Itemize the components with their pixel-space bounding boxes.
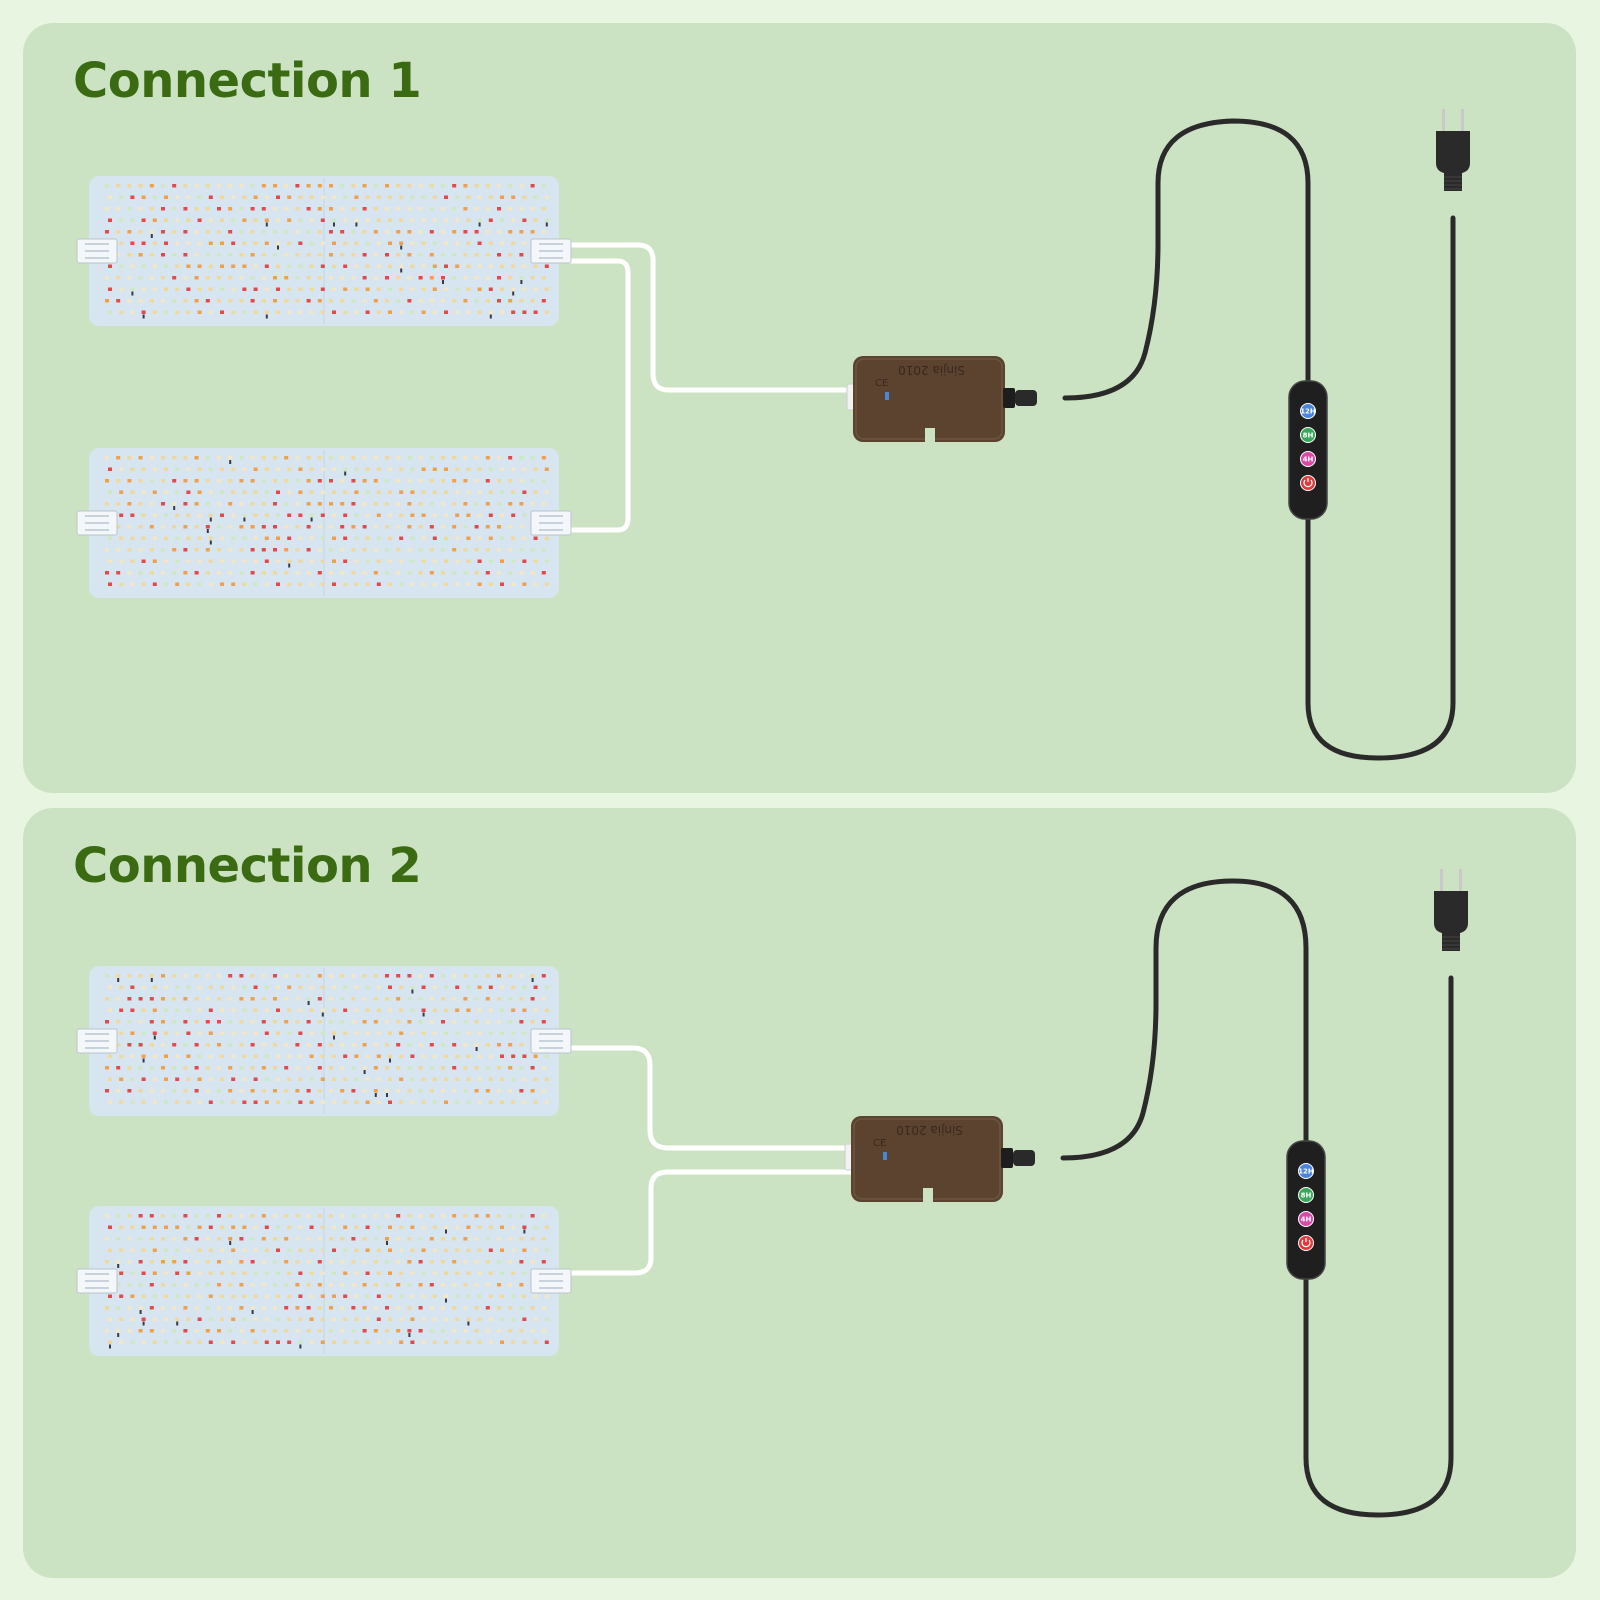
led-array — [105, 1214, 549, 1349]
timer-button-label: 4H — [1303, 456, 1314, 464]
left-connector — [76, 1028, 118, 1054]
timer-button-label: 12H — [1300, 408, 1316, 416]
driver-body — [851, 1116, 1003, 1202]
cord-plug-head — [1015, 390, 1037, 406]
connection-1-title: Connection 1 — [73, 53, 422, 109]
timer-body — [1286, 1140, 1326, 1280]
timer-body — [1288, 380, 1328, 520]
timer-button-4h[interactable]: 4H — [1300, 451, 1316, 467]
connection-2-title: Connection 2 — [73, 838, 422, 894]
power-icon — [1301, 1239, 1311, 1248]
plug-body — [1436, 131, 1470, 191]
power-icon — [1303, 479, 1313, 488]
timer-button-8h[interactable]: 8H — [1298, 1187, 1314, 1203]
plug-prong-left — [1440, 869, 1443, 893]
power-cord — [1060, 878, 1454, 1518]
led-array — [105, 456, 549, 586]
driver-output-socket — [1003, 388, 1015, 408]
right-connector — [530, 510, 572, 536]
driver-cert-label: CE — [873, 1138, 886, 1149]
led-board-bottom — [76, 1206, 572, 1356]
led-array — [105, 974, 549, 1104]
timer-button-12h[interactable]: 12H — [1298, 1163, 1314, 1179]
right-connector — [530, 1268, 572, 1294]
driver-brand-label: Sinjia 2010 — [898, 363, 965, 377]
right-connector — [530, 238, 572, 264]
power-button[interactable] — [1300, 475, 1316, 491]
power-cord — [1062, 118, 1456, 761]
driver-indicator-led — [883, 1152, 887, 1160]
left-connector — [76, 510, 118, 536]
driver-brand-label: Sinjia 2010 — [896, 1123, 963, 1137]
timer-button-label: 12H — [1298, 1168, 1314, 1176]
left-connector — [76, 1268, 118, 1294]
led-board-top — [76, 176, 572, 326]
left-connector — [76, 238, 118, 264]
power-button[interactable] — [1298, 1235, 1314, 1251]
plug-prong-left — [1442, 109, 1445, 133]
timer-button-4h[interactable]: 4H — [1298, 1211, 1314, 1227]
driver-notch — [925, 428, 935, 442]
led-board-top — [76, 966, 572, 1116]
driver-body — [853, 356, 1005, 442]
plug-body — [1434, 891, 1468, 951]
power-plug — [1436, 109, 1470, 191]
led-board-bottom — [76, 448, 572, 598]
timer-switch: 12H 8H 4H — [1286, 1140, 1326, 1280]
cord-plug-head — [1013, 1150, 1035, 1166]
timer-button-label: 4H — [1301, 1216, 1312, 1224]
driver-notch — [923, 1188, 933, 1202]
power-plug — [1434, 869, 1468, 951]
white-cable-series — [550, 242, 856, 533]
driver-output-socket — [1001, 1148, 1013, 1168]
plug-prong-right — [1461, 109, 1464, 133]
white-cable-parallel — [550, 1045, 856, 1276]
plug-prong-right — [1459, 869, 1462, 893]
driver-cert-label: CE — [875, 378, 888, 389]
right-connector — [530, 1028, 572, 1054]
timer-button-label: 8H — [1303, 432, 1314, 440]
driver-indicator-led — [885, 392, 889, 400]
timer-button-12h[interactable]: 12H — [1300, 403, 1316, 419]
timer-switch: 12H 8H 4H — [1288, 380, 1328, 520]
timer-button-label: 8H — [1301, 1192, 1312, 1200]
timer-button-8h[interactable]: 8H — [1300, 427, 1316, 443]
